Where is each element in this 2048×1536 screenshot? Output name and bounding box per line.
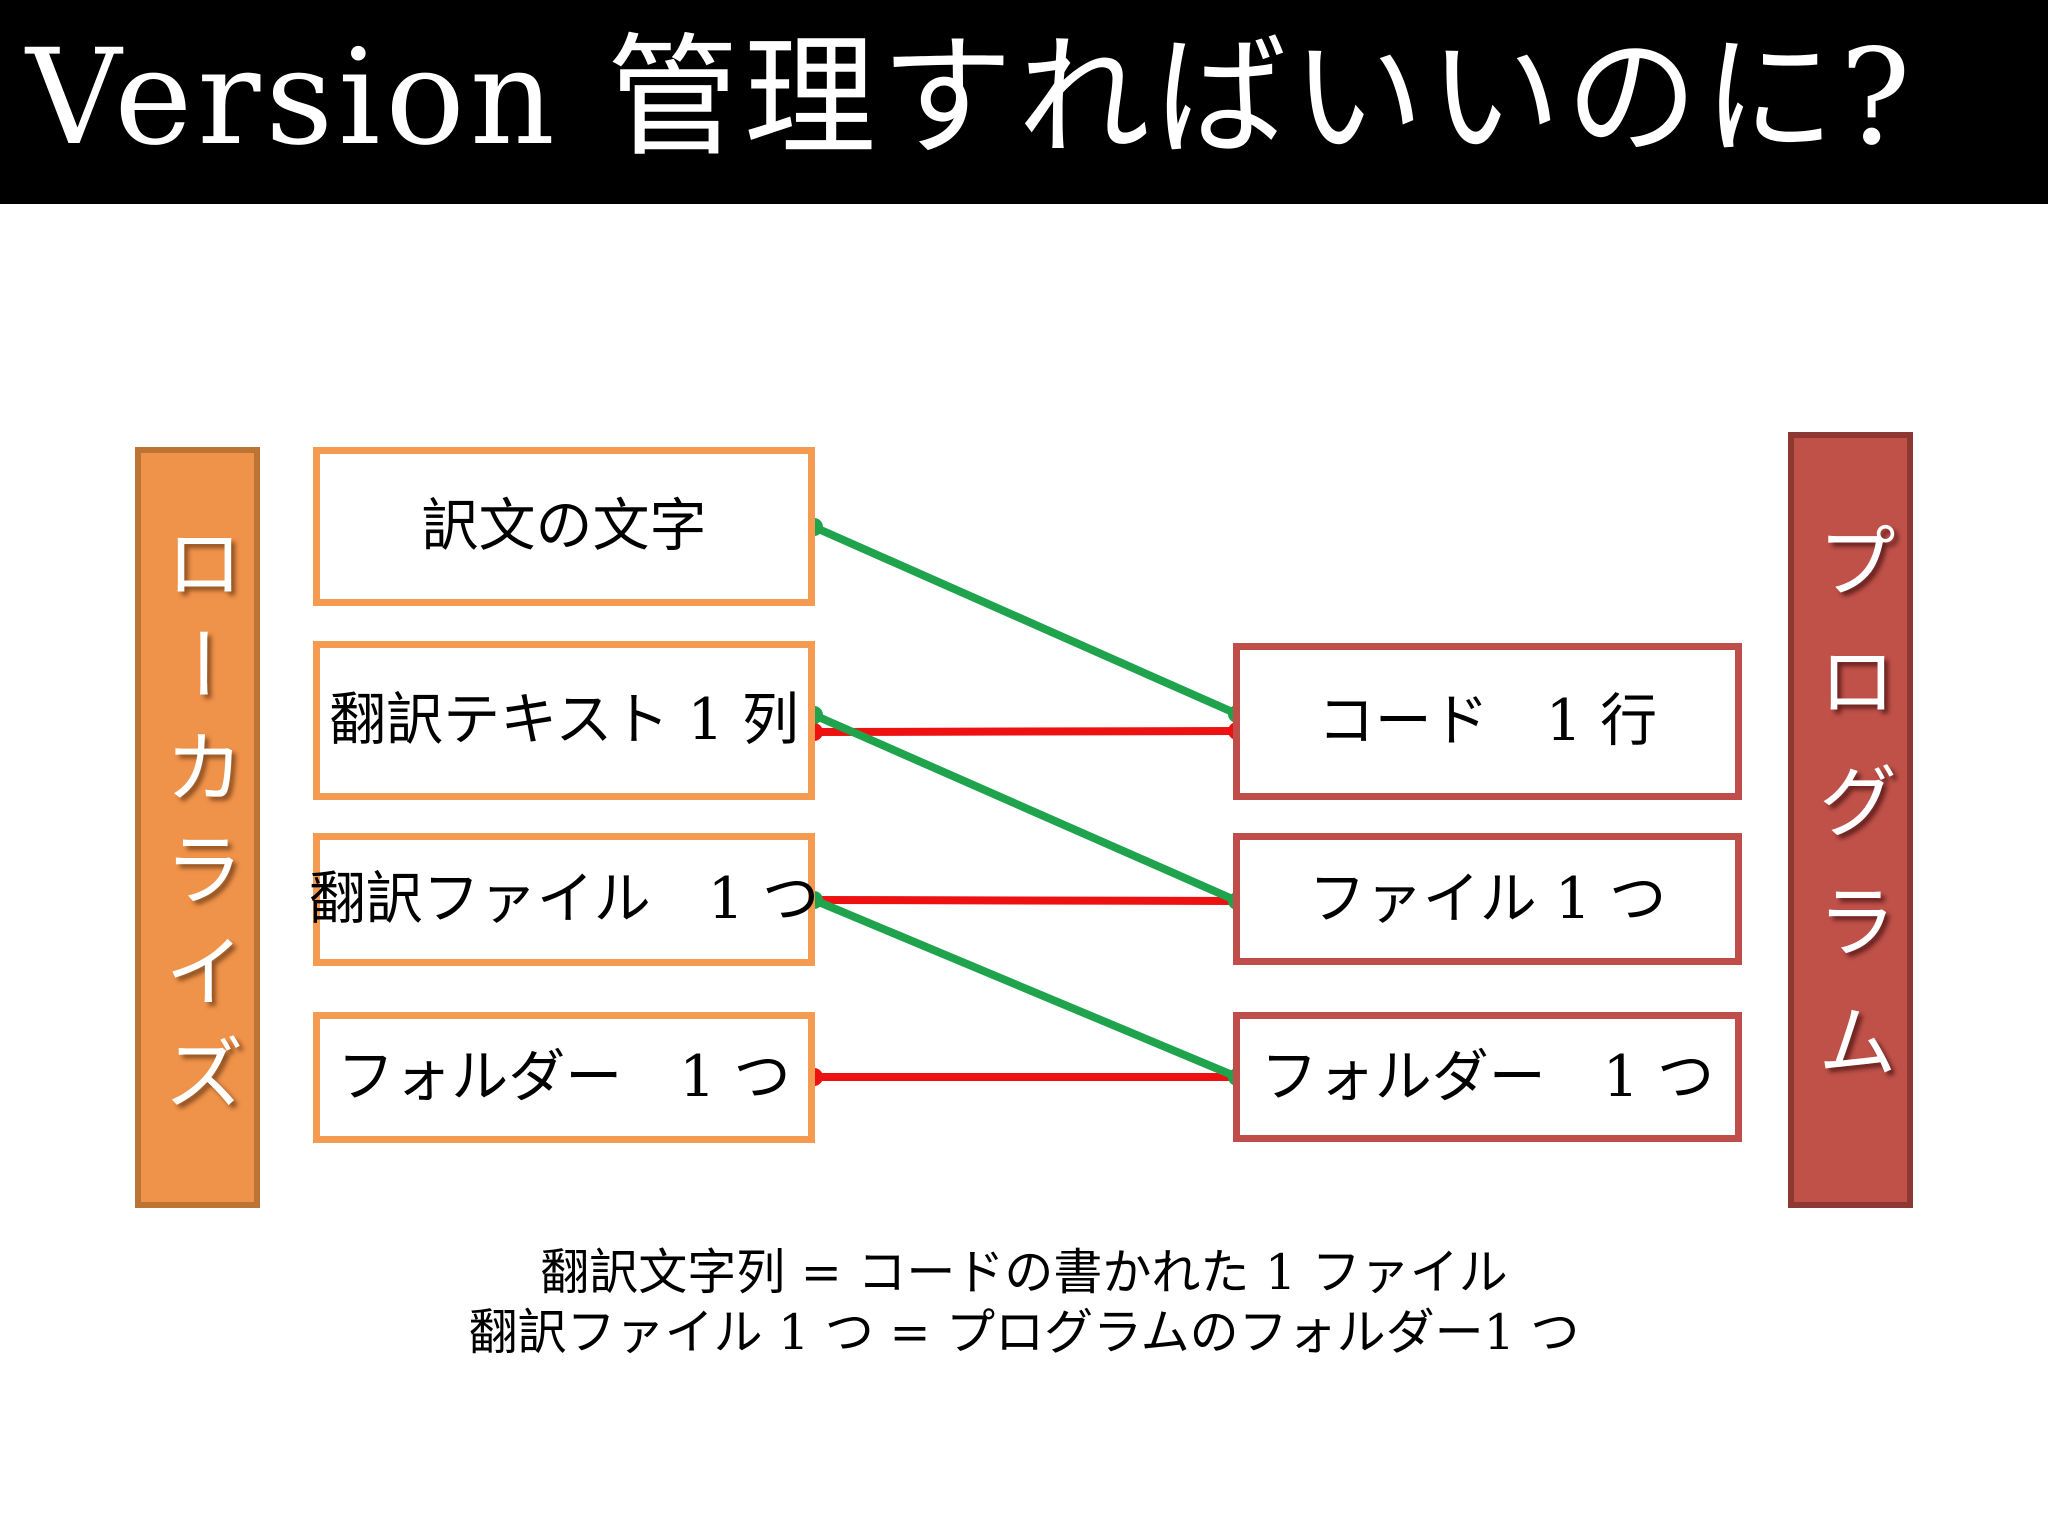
footer-note-2: 翻訳ファイル 1 つ = プログラムのフォルダー1 つ [468, 1304, 1580, 1361]
connection-line-green [812, 523, 1239, 718]
right-box-label: フォルダー 1 つ [1260, 1043, 1715, 1110]
left-box-label: 翻訳ファイル 1 つ [308, 866, 820, 932]
right-box-code-line: コード 1 行 [1233, 643, 1742, 800]
localize-category-bar: ローカライズ [135, 447, 260, 1208]
left-box-folder: フォルダー 1 つ [313, 1012, 815, 1143]
title-bar: Version 管理すればいいのに? [0, 0, 2048, 204]
connection-line-green [812, 711, 1239, 905]
right-box-file: ファイル 1 つ [1233, 833, 1742, 965]
right-box-folder: フォルダー 1 つ [1233, 1012, 1742, 1142]
localize-category-label: ローカライズ [151, 521, 245, 1134]
right-box-label: ファイル 1 つ [1308, 865, 1667, 932]
footer-notes: 翻訳文字列 = コードの書かれた 1 ファイル 翻訳ファイル 1 つ = プログ… [0, 1243, 2048, 1363]
left-box-translated-string: 訳文の文字 [313, 447, 815, 606]
right-box-label: コード 1 行 [1317, 688, 1658, 754]
left-box-translation-text-row: 翻訳テキスト 1 列 [313, 641, 815, 800]
slide-title: Version 管理すればいいのに? [26, 21, 1916, 175]
connection-line-red [813, 896, 1238, 905]
program-category-bar: プログラム [1788, 432, 1913, 1208]
left-box-translation-file: 翻訳ファイル 1 つ [309, 833, 819, 966]
connection-line-green [812, 896, 1239, 1081]
left-box-label: 訳文の文字 [421, 493, 707, 559]
program-category-label: プログラム [1804, 520, 1898, 1120]
connection-line-red [813, 727, 1238, 736]
left-box-label: フォルダー 1 つ [337, 1044, 791, 1110]
footer-note-1: 翻訳文字列 = コードの書かれた 1 ファイル [540, 1244, 1508, 1301]
left-box-label: 翻訳テキスト 1 列 [329, 687, 799, 753]
